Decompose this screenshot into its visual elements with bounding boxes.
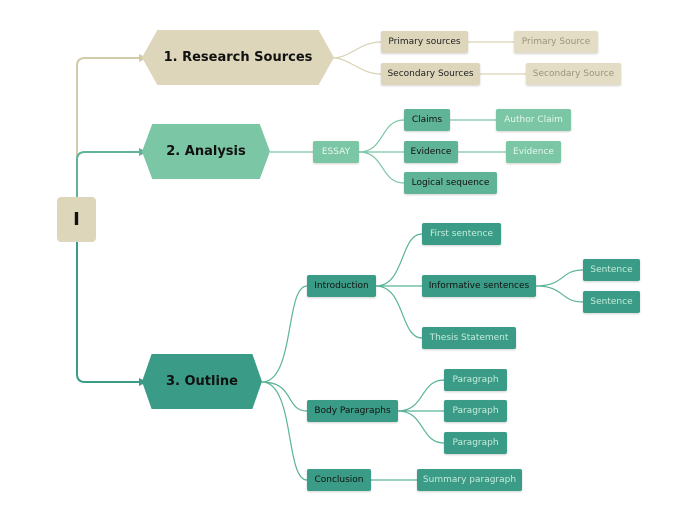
- node-secondary-source[interactable]: Secondary Source: [526, 63, 621, 85]
- node-claims[interactable]: Claims: [404, 109, 450, 131]
- node-label: Evidence: [513, 147, 554, 157]
- node-summary-paragraph[interactable]: Summary paragraph: [417, 469, 522, 491]
- node-label: Evidence: [410, 147, 452, 157]
- node-thesis-statement[interactable]: Thesis Statement: [422, 327, 516, 349]
- node-paragraph-3[interactable]: Paragraph: [444, 432, 507, 454]
- node-label: Author Claim: [504, 115, 563, 125]
- node-logical-sequence[interactable]: Logical sequence: [404, 172, 497, 194]
- node-label: Conclusion: [314, 475, 364, 485]
- node-label: Logical sequence: [411, 178, 490, 188]
- topic-label: 1. Research Sources: [163, 50, 313, 65]
- node-primary-source[interactable]: Primary Source: [514, 31, 598, 53]
- node-label: Claims: [411, 115, 443, 125]
- root-node[interactable]: I: [57, 197, 96, 242]
- node-label: Secondary Sources: [387, 69, 474, 79]
- node-label: Introduction: [314, 281, 369, 291]
- node-label: Paragraph: [452, 375, 499, 385]
- node-sentence-2[interactable]: Sentence: [583, 291, 640, 313]
- topic-analysis[interactable]: 2. Analysis: [142, 124, 270, 179]
- node-label: First sentence: [430, 229, 493, 239]
- node-evidence-child[interactable]: Evidence: [506, 141, 561, 163]
- topic-outline[interactable]: 3. Outline: [142, 354, 262, 409]
- node-paragraph-2[interactable]: Paragraph: [444, 400, 507, 422]
- node-primary-sources[interactable]: Primary sources: [381, 31, 468, 53]
- node-label: Body Paragraphs: [314, 406, 391, 416]
- node-label: Summary paragraph: [422, 475, 517, 485]
- topic-label: 3. Outline: [165, 374, 238, 389]
- node-label: Sentence: [590, 265, 633, 275]
- node-label: Paragraph: [452, 406, 499, 416]
- outline-lines: [261, 233, 584, 481]
- connector-root-outline: [76, 242, 145, 383]
- node-body-paragraphs[interactable]: Body Paragraphs: [307, 400, 398, 422]
- node-evidence[interactable]: Evidence: [404, 141, 458, 163]
- research-lines: [332, 41, 526, 75]
- node-sentence-1[interactable]: Sentence: [583, 259, 640, 281]
- node-label: Thesis Statement: [429, 333, 509, 343]
- topic-label: 2. Analysis: [166, 144, 246, 159]
- node-paragraph-1[interactable]: Paragraph: [444, 369, 507, 391]
- node-essay[interactable]: ESSAY: [313, 141, 359, 163]
- node-informative-sentences[interactable]: Informative sentences: [422, 275, 536, 297]
- node-label: Secondary Source: [532, 69, 615, 79]
- node-introduction[interactable]: Introduction: [307, 275, 376, 297]
- node-label: Paragraph: [452, 438, 499, 448]
- topic-research-sources[interactable]: 1. Research Sources: [142, 30, 334, 85]
- node-conclusion[interactable]: Conclusion: [307, 469, 371, 491]
- connector-root-research: [76, 57, 145, 198]
- node-label: Sentence: [590, 297, 633, 307]
- node-first-sentence[interactable]: First sentence: [422, 223, 501, 245]
- node-label: ESSAY: [321, 147, 351, 157]
- analysis-lines: [270, 119, 506, 184]
- connector-root-analysis: [76, 151, 145, 198]
- root-label: I: [73, 209, 80, 230]
- node-secondary-sources[interactable]: Secondary Sources: [381, 63, 480, 85]
- node-label: Informative sentences: [428, 281, 530, 291]
- node-label: Primary sources: [388, 37, 461, 47]
- node-author-claim[interactable]: Author Claim: [496, 109, 571, 131]
- node-label: Primary Source: [521, 37, 591, 47]
